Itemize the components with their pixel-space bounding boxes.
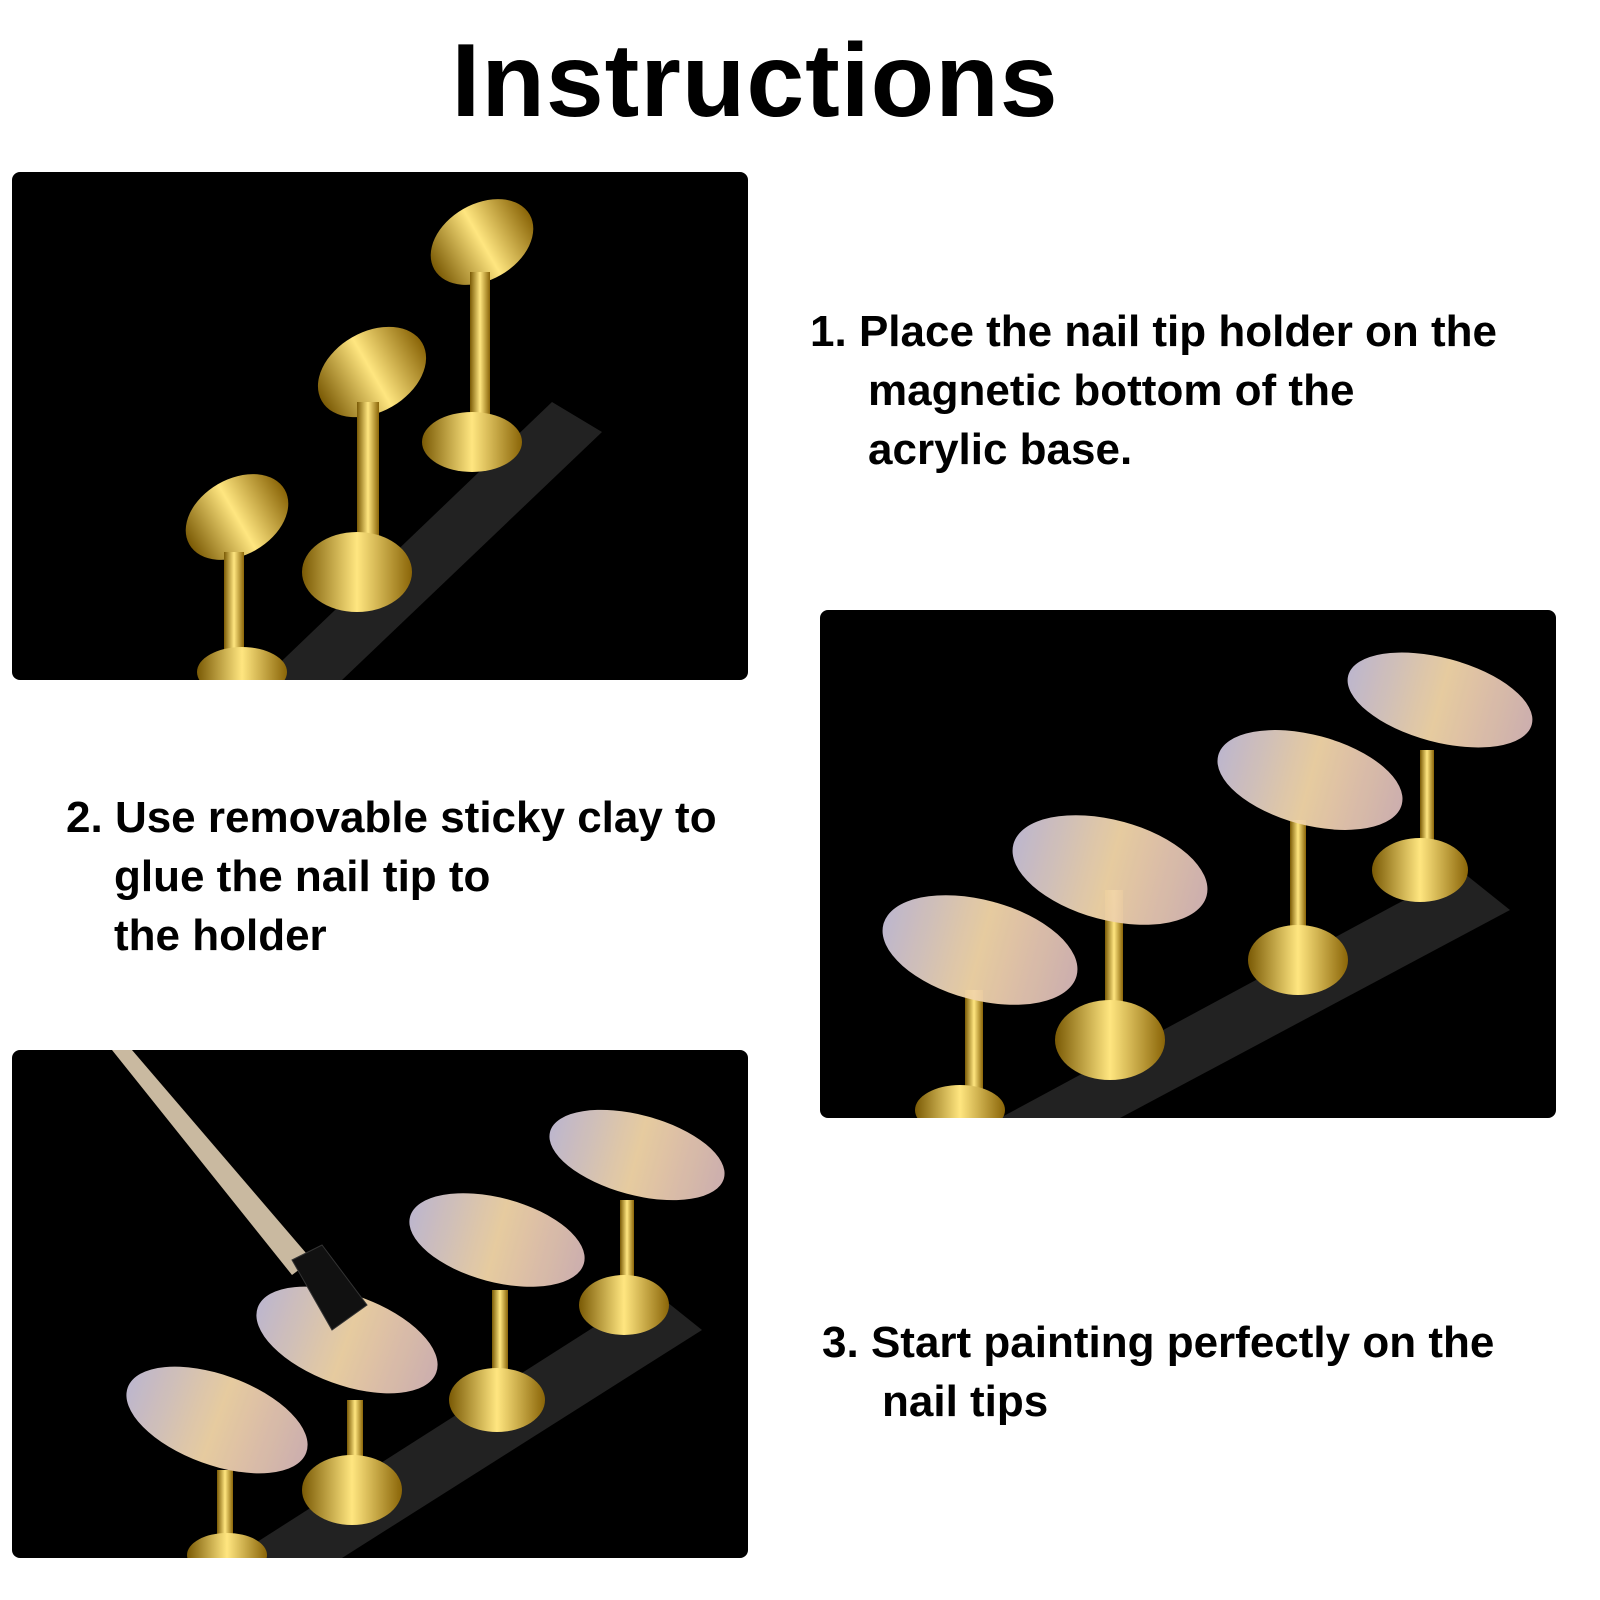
step-1: 1. Place the nail tip holder on the magn… [810, 307, 1498, 474]
step-2: 2. Use removable sticky clay to glue the… [66, 793, 717, 960]
photo-nail-tips-on-holders [820, 610, 1556, 1118]
step-3: 3. Start painting perfectly on the nail … [822, 1318, 1495, 1426]
page-title: Instructions [451, 23, 1059, 139]
photo-painting-nail-tips [12, 1050, 748, 1558]
photo-holders-on-base [12, 172, 748, 680]
